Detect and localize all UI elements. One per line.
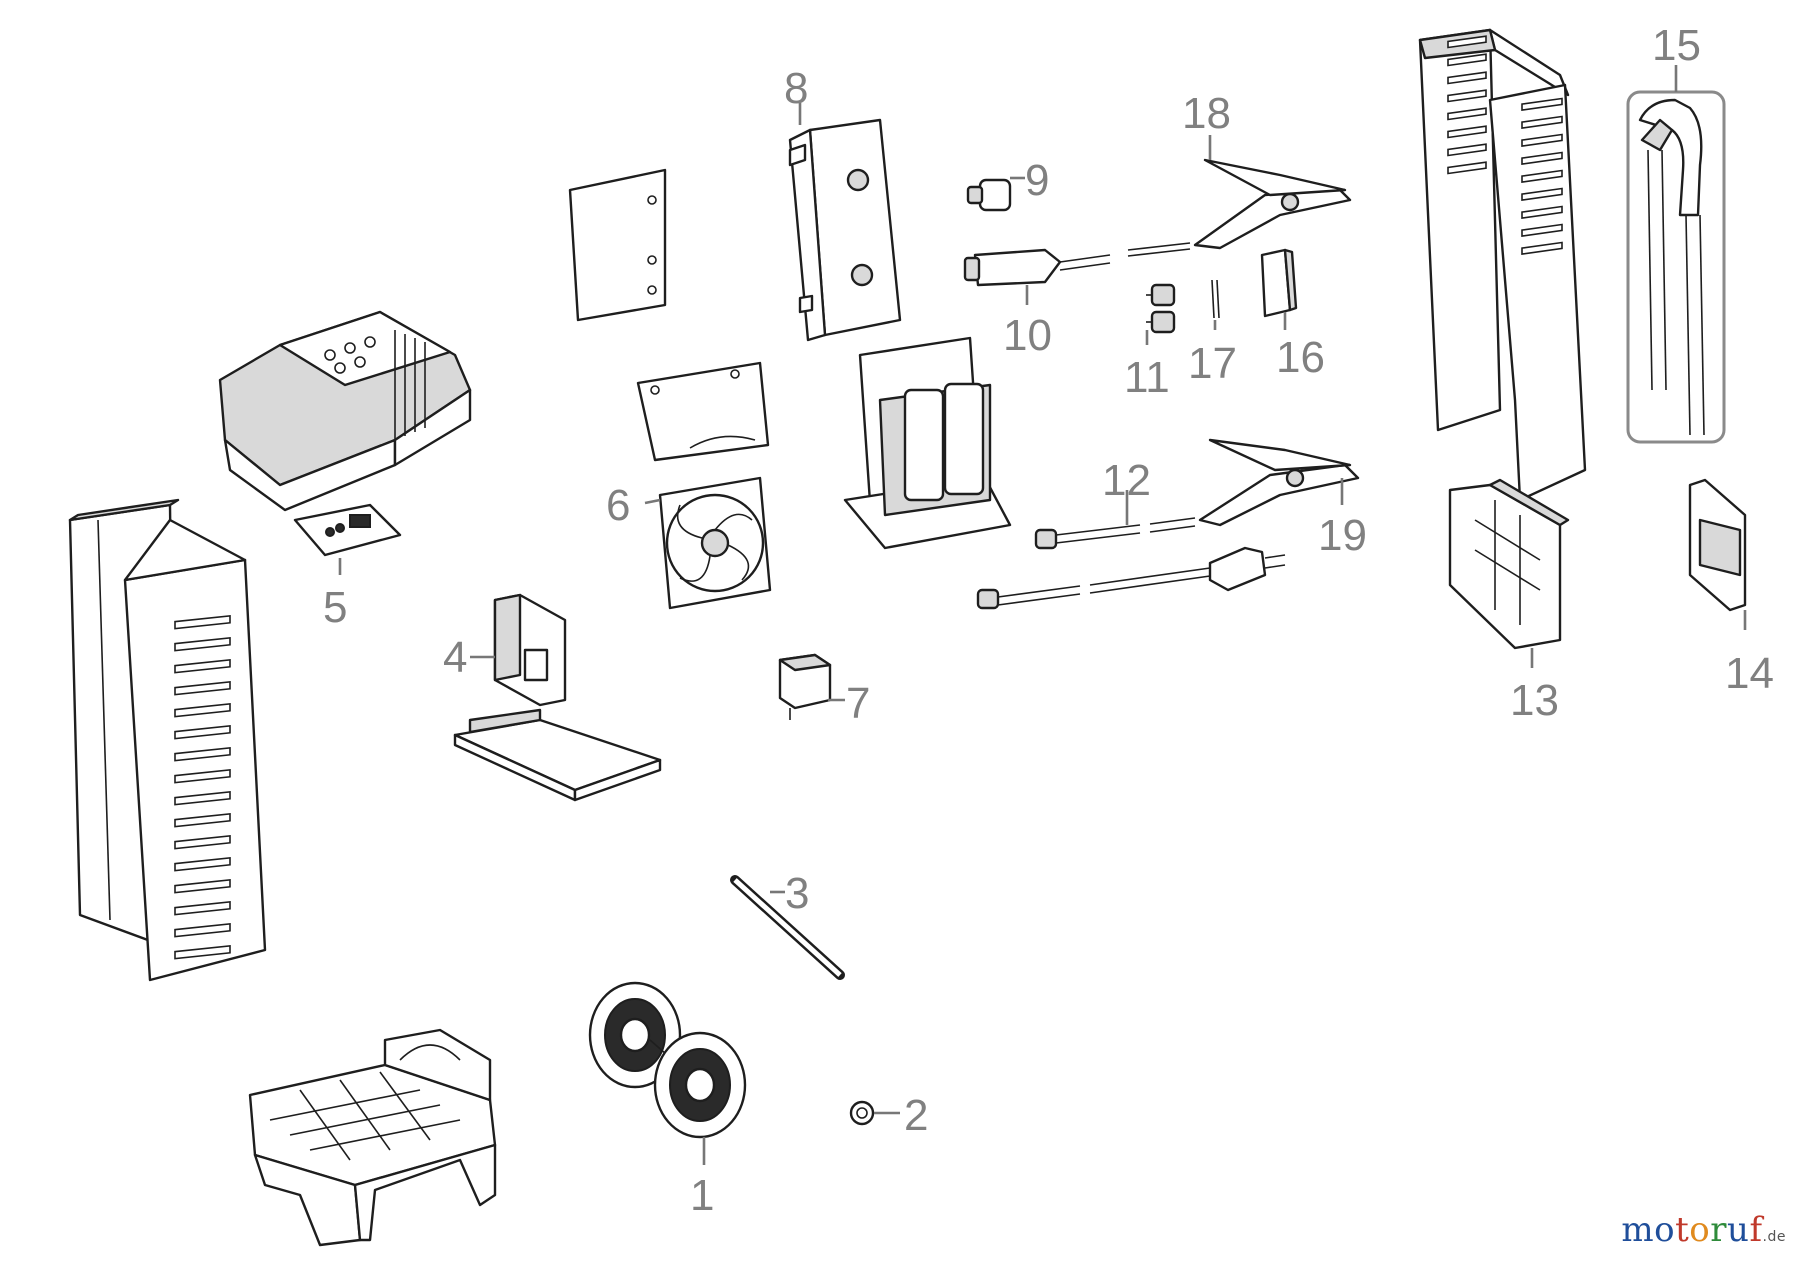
part-6-cooling-fan — [658, 476, 772, 610]
vent-slots-left — [174, 614, 231, 960]
callout-7: 7 — [846, 679, 870, 728]
leader-6 — [644, 498, 661, 505]
watermark-letter: t — [1675, 1210, 1690, 1250]
callout-9: 9 — [1025, 156, 1049, 205]
callout-10: 10 — [1003, 311, 1052, 360]
callout-5: 5 — [323, 583, 347, 632]
callout-16: 16 — [1276, 333, 1325, 382]
part-7-capacitor — [778, 653, 832, 720]
callout-3: 3 — [785, 869, 809, 918]
watermark-letter: r — [1710, 1210, 1728, 1250]
bracket-plate — [568, 168, 667, 322]
transformer — [843, 336, 1012, 550]
callout-8: 8 — [784, 64, 808, 113]
callout-14: 14 — [1725, 649, 1774, 698]
top-cover — [218, 310, 472, 512]
part-18-clamp-red — [1127, 158, 1352, 257]
right-housing-panel — [1418, 28, 1587, 502]
callout-19: 19 — [1318, 511, 1367, 560]
part-8-terminal-panel — [788, 118, 902, 342]
part-17-fuse-pin — [1211, 279, 1220, 319]
callout-1: 1 — [690, 1171, 714, 1220]
motoruf-watermark-logo: motoruf.de — [1621, 1210, 1786, 1250]
part-11-terminal-studs — [1146, 283, 1176, 334]
part-3-axle — [730, 875, 845, 980]
watermark-letter: m — [1621, 1210, 1655, 1250]
part-10-cable-gland — [963, 248, 1111, 287]
part-1-wheels — [588, 981, 747, 1139]
callout-6: 6 — [606, 481, 630, 530]
callout-12: 12 — [1102, 456, 1151, 505]
part-19-clamp-black — [1198, 438, 1360, 527]
part-2-circlip — [849, 1100, 875, 1126]
part-4-relay-board — [493, 593, 567, 707]
vent-slots-right-lower — [1521, 97, 1563, 256]
power-cord-plug — [976, 546, 1286, 610]
callout-4: 4 — [443, 633, 467, 682]
part-9-knob — [966, 178, 1012, 212]
watermark-letter: u — [1727, 1210, 1750, 1250]
part-14-front-foot — [1688, 478, 1747, 612]
callout-2: 2 — [904, 1091, 928, 1140]
part-15-handle — [1626, 90, 1726, 444]
part-13-rear-foot — [1448, 478, 1570, 650]
chassis-base-plate — [453, 708, 662, 802]
watermark-letter: f — [1749, 1210, 1763, 1250]
watermark-letter: o — [1654, 1210, 1676, 1250]
callout-13: 13 — [1510, 676, 1559, 725]
callout-18: 18 — [1182, 89, 1231, 138]
base-tray — [248, 1028, 497, 1247]
callout-15: 15 — [1652, 21, 1701, 70]
left-housing-panel — [68, 498, 267, 982]
part-16-fuse-holder — [1260, 248, 1298, 318]
part-12-clamp-cable — [1034, 517, 1196, 550]
callout-11: 11 — [1124, 353, 1170, 402]
watermark-letter: o — [1689, 1210, 1711, 1250]
part-5-control-board — [293, 503, 402, 557]
vent-slots-right-upper — [1447, 35, 1487, 175]
fan-shroud-plate — [636, 361, 770, 462]
callout-17: 17 — [1188, 339, 1237, 388]
